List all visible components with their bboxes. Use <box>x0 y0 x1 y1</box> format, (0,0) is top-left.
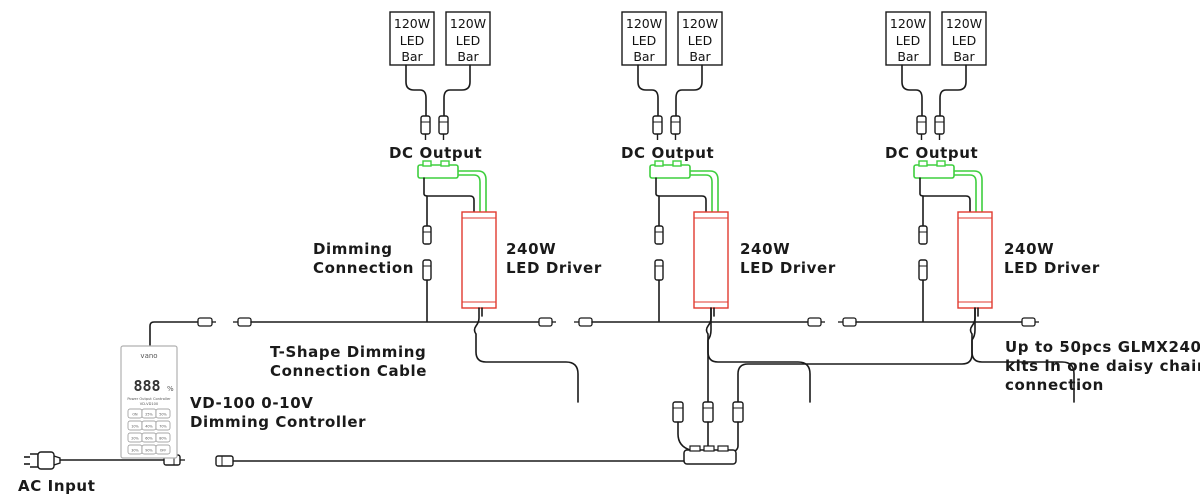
controller-display: 888 <box>133 377 160 395</box>
svg-text:LED Driver: LED Driver <box>740 259 836 277</box>
driver-unit-2 <box>621 11 811 403</box>
led-bar-watt: 120W <box>394 16 430 31</box>
svg-text:Bar: Bar <box>689 49 711 64</box>
svg-text:Bar: Bar <box>897 49 919 64</box>
led-bar-led: LED <box>400 33 425 48</box>
svg-text:80%: 80% <box>159 437 167 441</box>
dimming-controller-device: vano 888 % Power Output Controller VD-VD… <box>120 345 178 459</box>
svg-text:120W: 120W <box>946 16 982 31</box>
controller-label-line2: Dimming Controller <box>190 413 366 431</box>
svg-text:50%: 50% <box>159 413 167 417</box>
svg-text:25%: 25% <box>145 413 153 417</box>
svg-text:OFF: OFF <box>160 449 167 453</box>
svg-text:Bar: Bar <box>457 49 479 64</box>
svg-text:70%: 70% <box>159 425 167 429</box>
svg-text:LED Driver: LED Driver <box>1004 259 1100 277</box>
svg-text:LED: LED <box>896 33 921 48</box>
dc-output-label-1: DC Output <box>389 144 482 162</box>
dc-output-label-2: DC Output <box>621 144 714 162</box>
svg-text:120W: 120W <box>890 16 926 31</box>
controller-keypad: ON 25% 50% 10% 40% 70% 20% 60% 80% 30% 9… <box>127 408 171 455</box>
ac-input-label: AC Input <box>18 477 96 495</box>
svg-text:LED: LED <box>632 33 657 48</box>
driver-name-label: LED Driver <box>506 259 602 277</box>
svg-text:ON: ON <box>132 413 138 417</box>
svg-text:240W: 240W <box>1004 240 1054 258</box>
dimming-bus <box>149 317 1039 347</box>
svg-text:90%: 90% <box>145 449 153 453</box>
svg-text:LED: LED <box>456 33 481 48</box>
svg-text:30%: 30% <box>131 449 139 453</box>
svg-text:40%: 40% <box>145 425 153 429</box>
svg-text:Bar: Bar <box>633 49 655 64</box>
svg-text:Bar: Bar <box>953 49 975 64</box>
dimming-connection-line2: Connection <box>313 259 414 277</box>
svg-text:10%: 10% <box>131 425 139 429</box>
svg-text:LED: LED <box>952 33 977 48</box>
led-bar-labels: 120W LED Bar 120W LED Bar 120W LED Bar 1… <box>394 16 982 64</box>
tshape-cable-line1: T-Shape Dimming <box>270 343 426 361</box>
controller-caption-2: VD-VD100 <box>140 402 159 406</box>
daisy-chain-line2: kits in one daisy chain <box>1005 357 1200 375</box>
svg-text:240W: 240W <box>740 240 790 258</box>
controller-display-unit: % <box>167 385 174 393</box>
controller-brand: vano <box>140 352 157 360</box>
tshape-cable-line2: Connection Cable <box>270 362 427 380</box>
daisy-chain-line1: Up to 50pcs GLMX240 <box>1005 338 1200 356</box>
svg-text:60%: 60% <box>145 437 153 441</box>
dimming-connection-line1: Dimming <box>313 240 393 258</box>
svg-text:20%: 20% <box>131 437 139 441</box>
svg-text:120W: 120W <box>682 16 718 31</box>
controller-label-line1: VD-100 0-10V <box>190 394 313 412</box>
led-bar-bar: Bar <box>401 49 423 64</box>
svg-text:120W: 120W <box>450 16 486 31</box>
daisy-chain-line3: connection <box>1005 376 1104 394</box>
dc-output-label-3: DC Output <box>885 144 978 162</box>
svg-text:120W: 120W <box>626 16 662 31</box>
svg-text:LED: LED <box>688 33 713 48</box>
driver-watt-label: 240W <box>506 240 556 258</box>
driver-labels: 240W LED Driver 240W LED Driver 240W LED… <box>506 240 1100 277</box>
controller-caption-1: Power Output Controller <box>127 397 171 401</box>
ac-power-splitter <box>215 307 976 467</box>
